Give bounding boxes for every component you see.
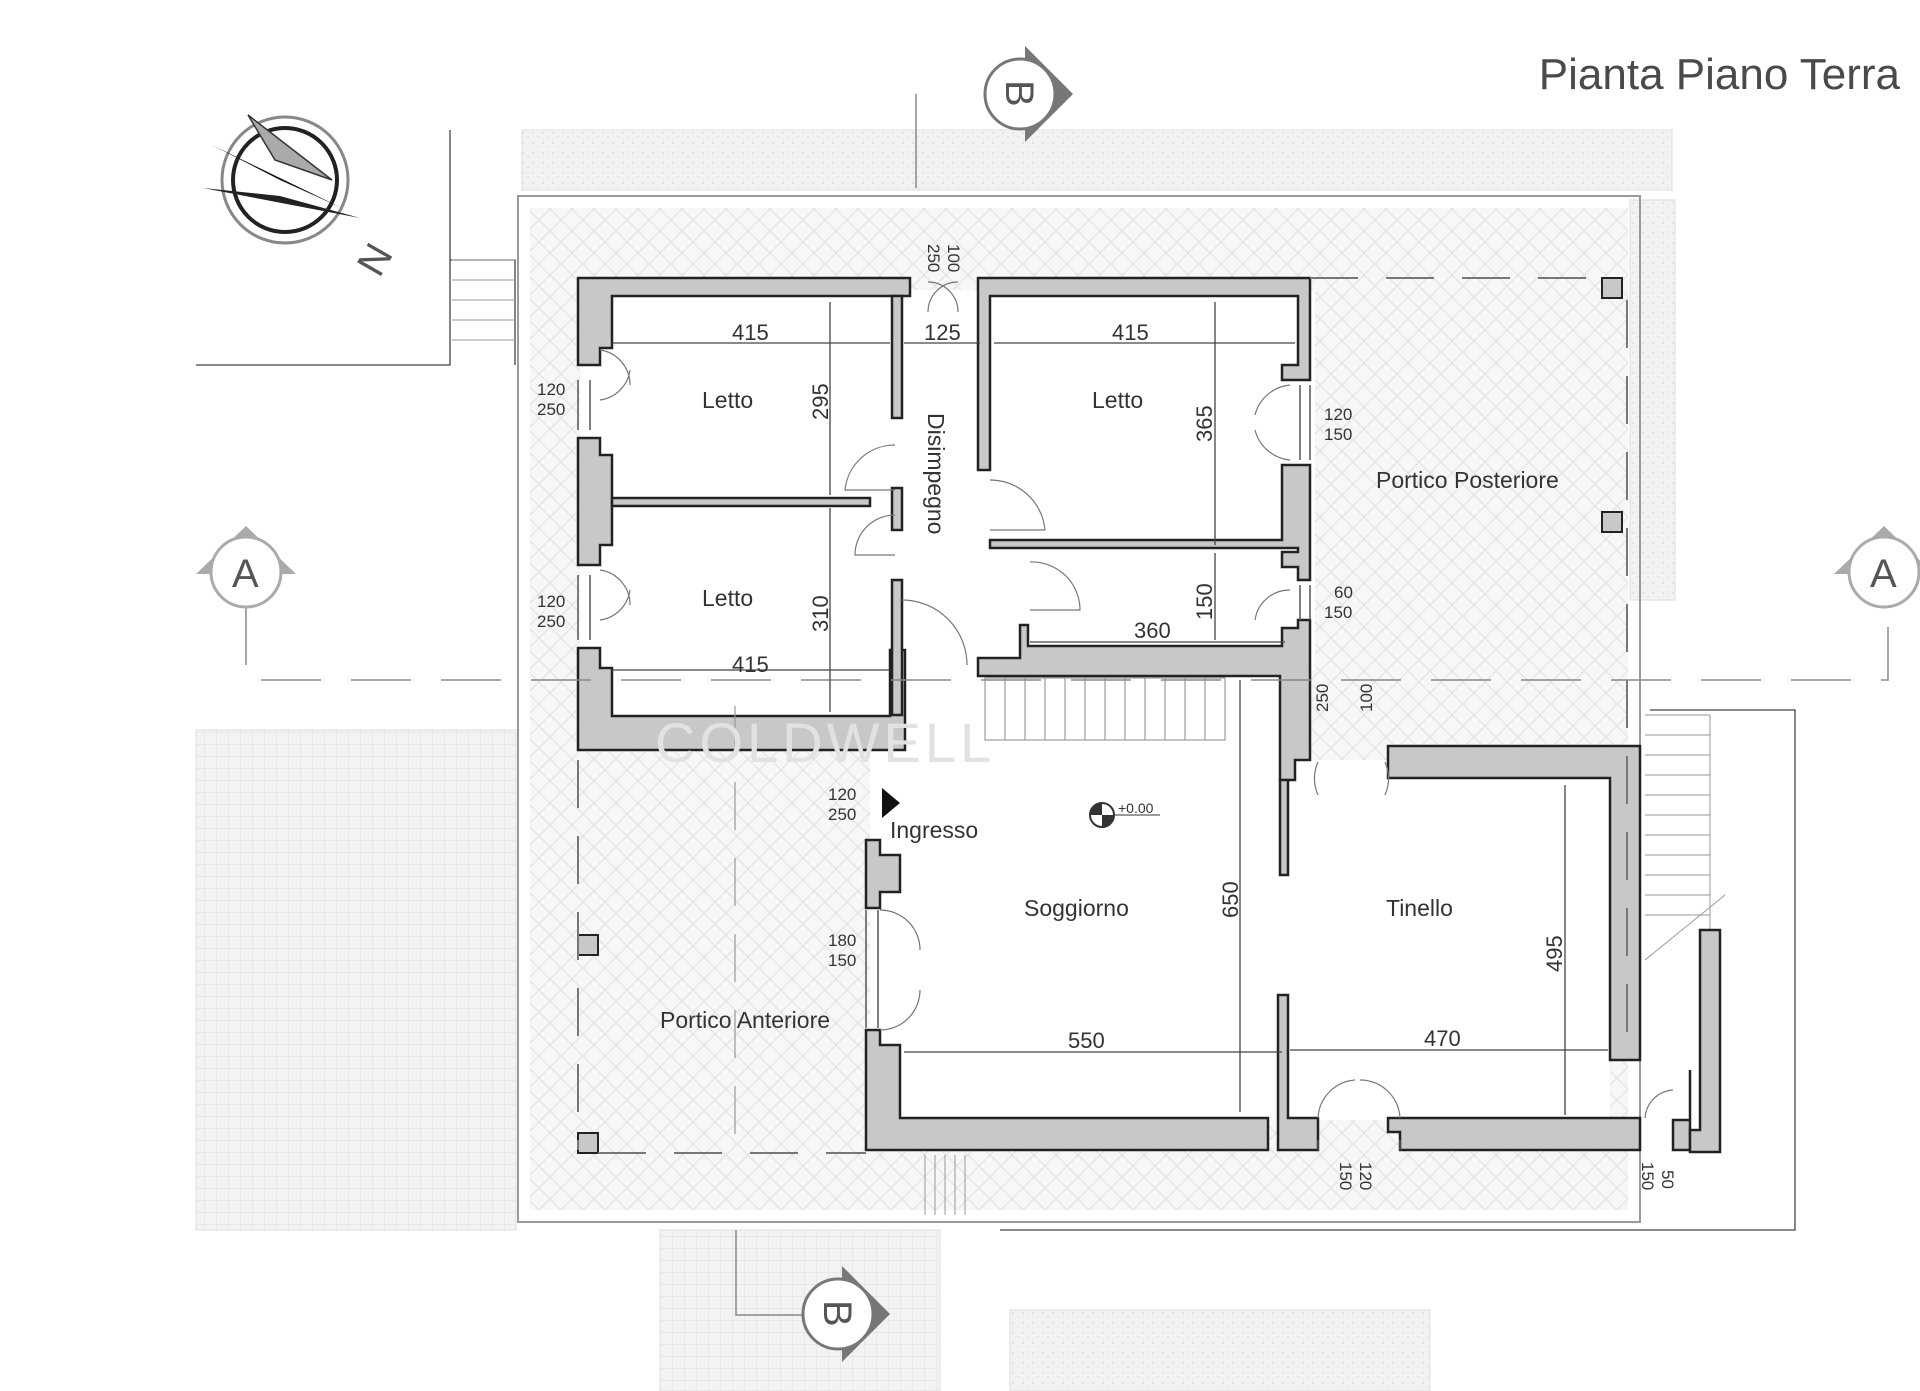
opening-win-l3-b: 150 (1324, 425, 1352, 444)
opening-door-tinello-b: 100 (1357, 684, 1376, 712)
room-labels: Letto Letto Letto Disimpegno Portico Pos… (660, 387, 1559, 1033)
opening-win-l1-a: 120 (537, 380, 565, 399)
opening-top-door-b: 250 (924, 244, 943, 272)
opening-top-door-a: 100 (944, 244, 963, 272)
page-title: Pianta Piano Terra (1538, 50, 1900, 99)
opening-ingresso-b: 250 (828, 805, 856, 824)
dim-tinello-width: 470 (1424, 1026, 1461, 1051)
window-marks (577, 380, 1401, 1150)
watermark: COLDWELL (655, 711, 995, 774)
room-label-letto-3: Letto (1092, 387, 1143, 413)
dim-bath-width: 360 (1134, 618, 1171, 643)
platform-outline (517, 195, 1641, 1223)
dim-letto1-width: 415 (732, 320, 769, 345)
section-marker-a-left: A (196, 526, 296, 609)
room-label-disimpegno: Disimpegno (923, 413, 949, 534)
svg-text:B: B (997, 80, 1041, 107)
dim-letto3-height: 365 (1192, 405, 1217, 442)
section-marker-b-top: B (983, 46, 1073, 142)
opening-ingresso-a: 120 (828, 785, 856, 804)
door-swings (599, 281, 1674, 1119)
opening-door-bottom-a: 120 (1356, 1162, 1375, 1190)
dim-letto3-width: 415 (1112, 320, 1149, 345)
dim-soggiorno-width: 550 (1068, 1028, 1105, 1053)
dim-disimpegno-width: 125 (924, 320, 961, 345)
room-label-soggiorno: Soggiorno (1024, 895, 1129, 921)
opening-win-l3-a: 120 (1324, 405, 1352, 424)
section-marker-b-bottom: B (801, 1266, 890, 1362)
section-line-b (735, 94, 917, 1316)
entrance-arrow-icon (882, 788, 900, 818)
stairs-interior (984, 677, 1226, 741)
opening-win-l1-b: 250 (537, 400, 565, 419)
dim-letto2-height: 310 (808, 595, 833, 632)
stairs-exterior-bottom (924, 1155, 966, 1215)
opening-win-bath-a: 60 (1334, 583, 1353, 602)
dim-soggiorno-height: 650 (1218, 881, 1243, 918)
dim-letto2-width: 415 (732, 652, 769, 677)
section-marker-a-right: A (1834, 526, 1920, 609)
dim-letto1-height: 295 (808, 383, 833, 420)
opening-win-sogg-b: 150 (828, 951, 856, 970)
opening-door-bottom-b: 150 (1336, 1162, 1355, 1190)
walls (576, 276, 1722, 1154)
room-label-ingresso: Ingresso (890, 817, 978, 843)
opening-door-tinello-a: 250 (1313, 684, 1332, 712)
svg-text:A: A (1870, 552, 1897, 596)
room-label-tinello: Tinello (1386, 895, 1453, 921)
svg-text:B: B (815, 1300, 859, 1327)
opening-win-sogg-a: 180 (828, 931, 856, 950)
stairs-exterior-left (452, 259, 515, 341)
north-compass-icon (203, 114, 360, 245)
room-label-letto-2: Letto (702, 585, 753, 611)
site-surroundings (195, 129, 1796, 1391)
dimension-labels: 415 295 415 310 415 365 125 360 150 550 … (732, 320, 1567, 1053)
section-line-a (245, 605, 1889, 681)
opening-door-br-a: 150 (1638, 1162, 1657, 1190)
level-marker-icon (1089, 802, 1160, 828)
opening-door-br-b: 50 (1658, 1170, 1677, 1189)
dim-tinello-height: 495 (1542, 935, 1567, 972)
room-label-portico-anteriore: Portico Anteriore (660, 1007, 830, 1033)
stairs-exterior-right (1644, 714, 1726, 961)
opening-win-bath-b: 150 (1324, 603, 1352, 622)
opening-win-l2-a: 120 (537, 592, 565, 611)
svg-text:A: A (232, 552, 259, 596)
opening-labels: 100 250 120 250 120 250 120 150 60 150 2… (537, 244, 1677, 1190)
level-marker-value: +0.00 (1118, 800, 1154, 816)
room-label-letto-1: Letto (702, 387, 753, 413)
dimension-lines (612, 302, 1608, 1115)
dim-bath-height: 150 (1192, 583, 1217, 620)
room-label-portico-posteriore: Portico Posteriore (1376, 467, 1559, 493)
opening-win-l2-b: 250 (537, 612, 565, 631)
north-label: N (348, 236, 401, 283)
